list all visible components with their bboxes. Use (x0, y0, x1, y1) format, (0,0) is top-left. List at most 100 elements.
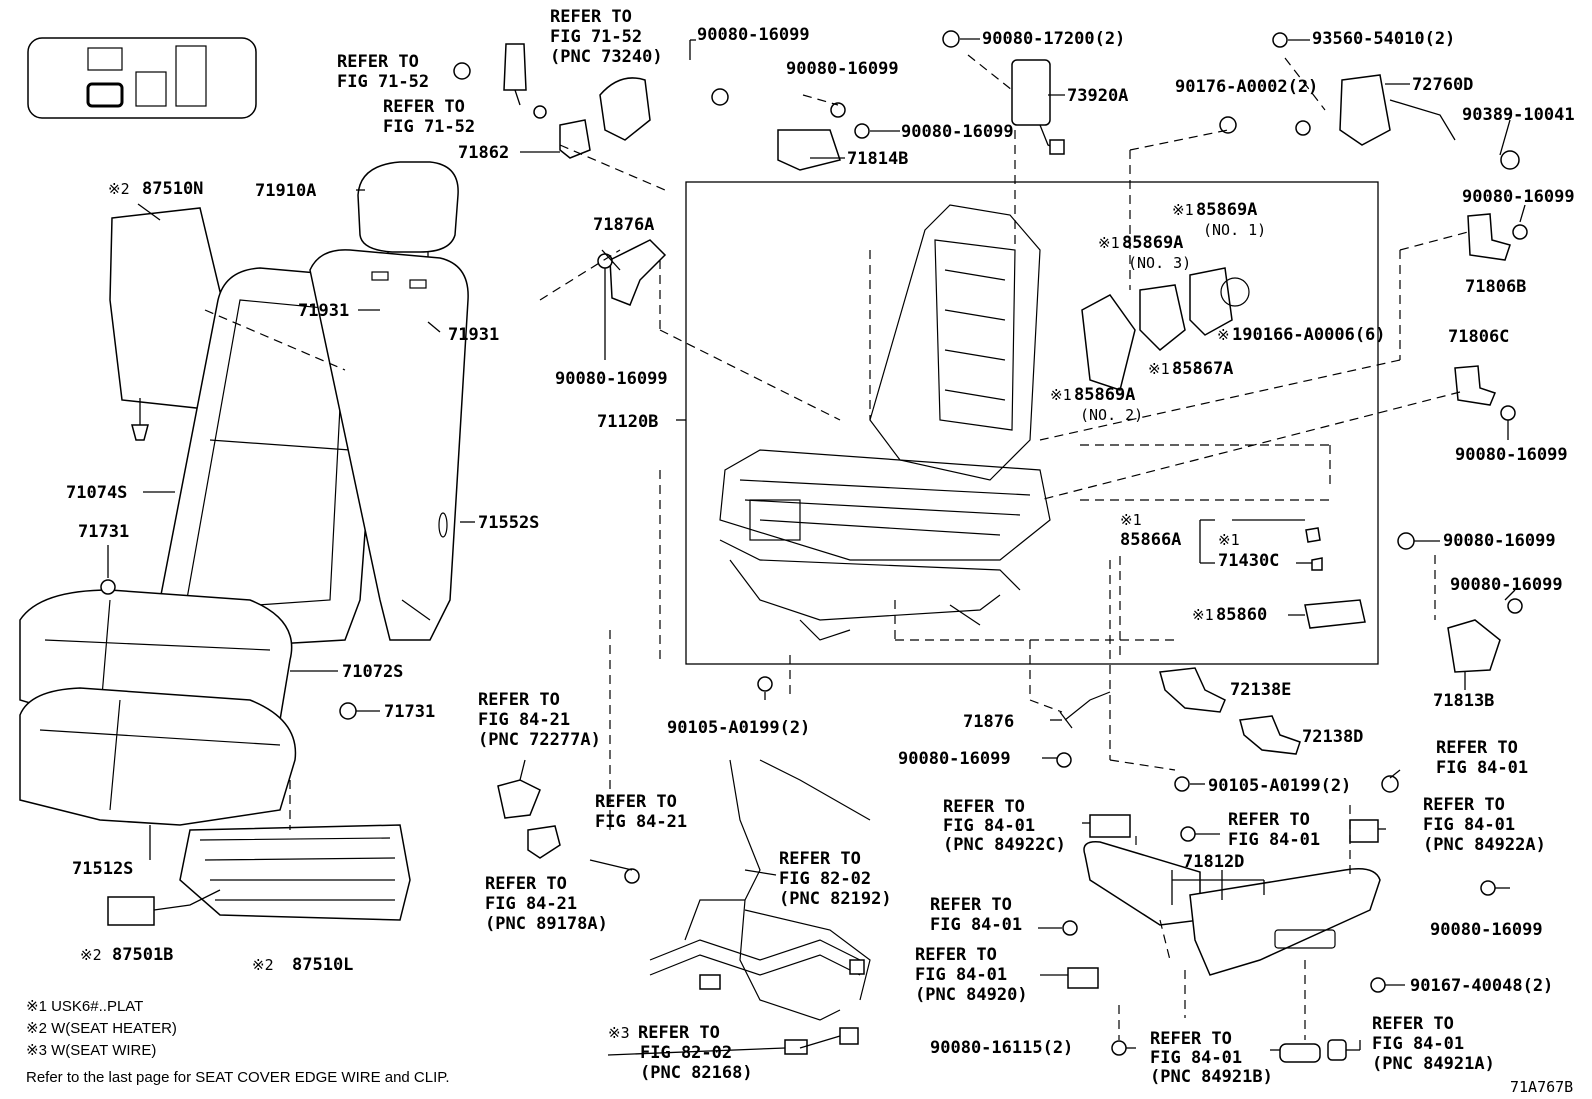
label-fig-82192: FIG 82-02 (779, 869, 871, 889)
label-pnc-72277: (PNC 72277A) (478, 730, 601, 750)
label-72760D: 72760D (1412, 75, 1473, 95)
seat-frame-illustration (719, 204, 1051, 641)
switch-84922C (1089, 814, 1131, 838)
lever-71876 (1059, 691, 1111, 729)
label-90080-17200: 90080-17200(2) (982, 29, 1125, 49)
label-no3: (NO. 3) (1128, 254, 1191, 272)
label-fig-71-52-b: FIG 71-52 (383, 117, 475, 137)
label-71876: 71876 (963, 712, 1014, 732)
illustration-reference-code: 71A767B (1510, 1078, 1573, 1096)
label-93560: 93560-54010(2) (1312, 29, 1455, 49)
mark-85869A-2: ※1 (1050, 386, 1072, 404)
label-71072S: 71072S (342, 662, 403, 682)
label-71552S: 71552S (478, 513, 539, 533)
label-refer-82192: REFER TO (779, 849, 861, 869)
label-fig-73240: FIG 71-52 (550, 27, 642, 47)
label-71862: 71862 (458, 143, 509, 163)
mark-71430C: ※1 (1218, 531, 1240, 549)
label-87510L: 87510L (292, 955, 353, 975)
label-fig-84-01-r: FIG 84-01 (1436, 758, 1528, 778)
bracket-71814B (777, 129, 841, 171)
label-90080-16099-c: 90080-16099 (901, 122, 1014, 142)
belt-cover-73240 (599, 77, 651, 141)
lumbar-parts (1081, 267, 1250, 391)
label-71876A: 71876A (593, 215, 654, 235)
label-85866A: 85866A (1120, 530, 1181, 550)
label-71806C: 71806C (1448, 327, 1509, 347)
label-fig-84922A: FIG 84-01 (1423, 815, 1515, 835)
label-refer-84-21: REFER TO (595, 792, 677, 812)
label-71910A: 71910A (255, 181, 316, 201)
footnotes: ※1 USK6#..PLAT ※2 W(SEAT HEATER) ※3 W(SE… (26, 998, 450, 1086)
label-85869A-1: 85869A (1196, 200, 1257, 220)
mark-82168: ※3 (608, 1024, 630, 1042)
label-refer-84922A: REFER TO (1423, 795, 1505, 815)
mark-85869A-1: ※1 (1172, 201, 1194, 219)
label-fig-84920: FIG 84-01 (915, 965, 1007, 985)
label-pnc-82192: (PNC 82192) (779, 889, 892, 909)
adjuster-72760D (1339, 74, 1456, 146)
label-pnc-73240: (PNC 73240) (550, 47, 663, 67)
label-71074S: 71074S (66, 483, 127, 503)
label-refer-84921A: REFER TO (1372, 1014, 1454, 1034)
label-71731-a: 71731 (78, 522, 129, 542)
label-90080-16115: 90080-16115(2) (930, 1038, 1073, 1058)
mark-190166: ※ (1217, 326, 1230, 344)
bracket-71806C (1454, 365, 1497, 406)
label-refer-84-01-a: REFER TO (1228, 810, 1310, 830)
clip-89178A (527, 825, 561, 859)
label-no2: (NO. 2) (1080, 406, 1143, 424)
fasteners (100, 30, 1528, 1056)
label-fig-84-21: FIG 84-21 (595, 812, 687, 832)
module-85860 (1304, 599, 1366, 629)
label-87501B: 87501B (112, 945, 173, 965)
label-fig-82168: FIG 82-02 (640, 1043, 732, 1063)
seat-cushion-pad-illustration (19, 687, 297, 826)
label-fig-84-01-a: FIG 84-01 (1228, 830, 1320, 850)
assembly-dashed-lines (204, 54, 1469, 1040)
label-85860: 85860 (1216, 605, 1267, 625)
mark-85869A-3: ※1 (1098, 234, 1120, 252)
switch-84920 (1067, 967, 1099, 989)
mark-87510L: ※2 (252, 956, 274, 974)
part-labels: REFER TO FIG 71-52 REFER TO FIG 71-52 RE… (66, 7, 1575, 1087)
label-refer-89178: REFER TO (485, 874, 567, 894)
bracket-72138E (1159, 667, 1226, 713)
label-refer-71-52-a: REFER TO (337, 52, 419, 72)
clip-72277A (497, 779, 541, 819)
trim-71876A (609, 239, 667, 306)
heater-mat-lower (179, 824, 411, 921)
label-71806B: 71806B (1465, 277, 1526, 297)
label-71814B: 71814B (847, 149, 908, 169)
label-90080-16099-r2: 90080-16099 (1455, 445, 1568, 465)
label-90080-16099-r4: 90080-16099 (1450, 575, 1563, 595)
label-72138E: 72138E (1230, 680, 1291, 700)
label-no1: (NO. 1) (1203, 221, 1266, 239)
mark-87501B: ※2 (80, 946, 102, 964)
label-85869A-3: 85869A (1122, 233, 1183, 253)
label-pnc-89178: (PNC 89178A) (485, 914, 608, 934)
label-90389: 90389-10041 (1462, 105, 1575, 125)
label-refer-84-01-b: REFER TO (930, 895, 1012, 915)
label-190166: 190166-A0006(6) (1232, 325, 1386, 345)
label-fig-84921A: FIG 84-01 (1372, 1034, 1464, 1054)
bracket-71806B (1467, 213, 1511, 261)
label-pnc-82168: (PNC 82168) (640, 1063, 753, 1083)
label-90105-b: 90105-A0199(2) (1208, 776, 1351, 796)
label-90080-16099-r1: 90080-16099 (1462, 187, 1575, 207)
heater-connector (107, 896, 155, 926)
footnote-3: ※3 W(SEAT WIRE) (26, 1042, 156, 1059)
label-71731-b: 71731 (384, 702, 435, 722)
label-pnc-84921A: (PNC 84921A) (1372, 1054, 1495, 1074)
seat-key-icon (27, 37, 257, 119)
footnote-4: Refer to the last page for SEAT COVER ED… (26, 1069, 450, 1086)
frame-detail-box (685, 181, 1379, 665)
label-refer-84-01-r: REFER TO (1436, 738, 1518, 758)
label-fig-71-52-a: FIG 71-52 (337, 72, 429, 92)
side-airbag-73920A (1011, 59, 1065, 155)
label-pnc-84921B: (PNC 84921B) (1150, 1067, 1273, 1087)
label-fig-84-01-b: FIG 84-01 (930, 915, 1022, 935)
label-71430C: 71430C (1218, 551, 1279, 571)
leader-lines (107, 38, 1526, 1056)
